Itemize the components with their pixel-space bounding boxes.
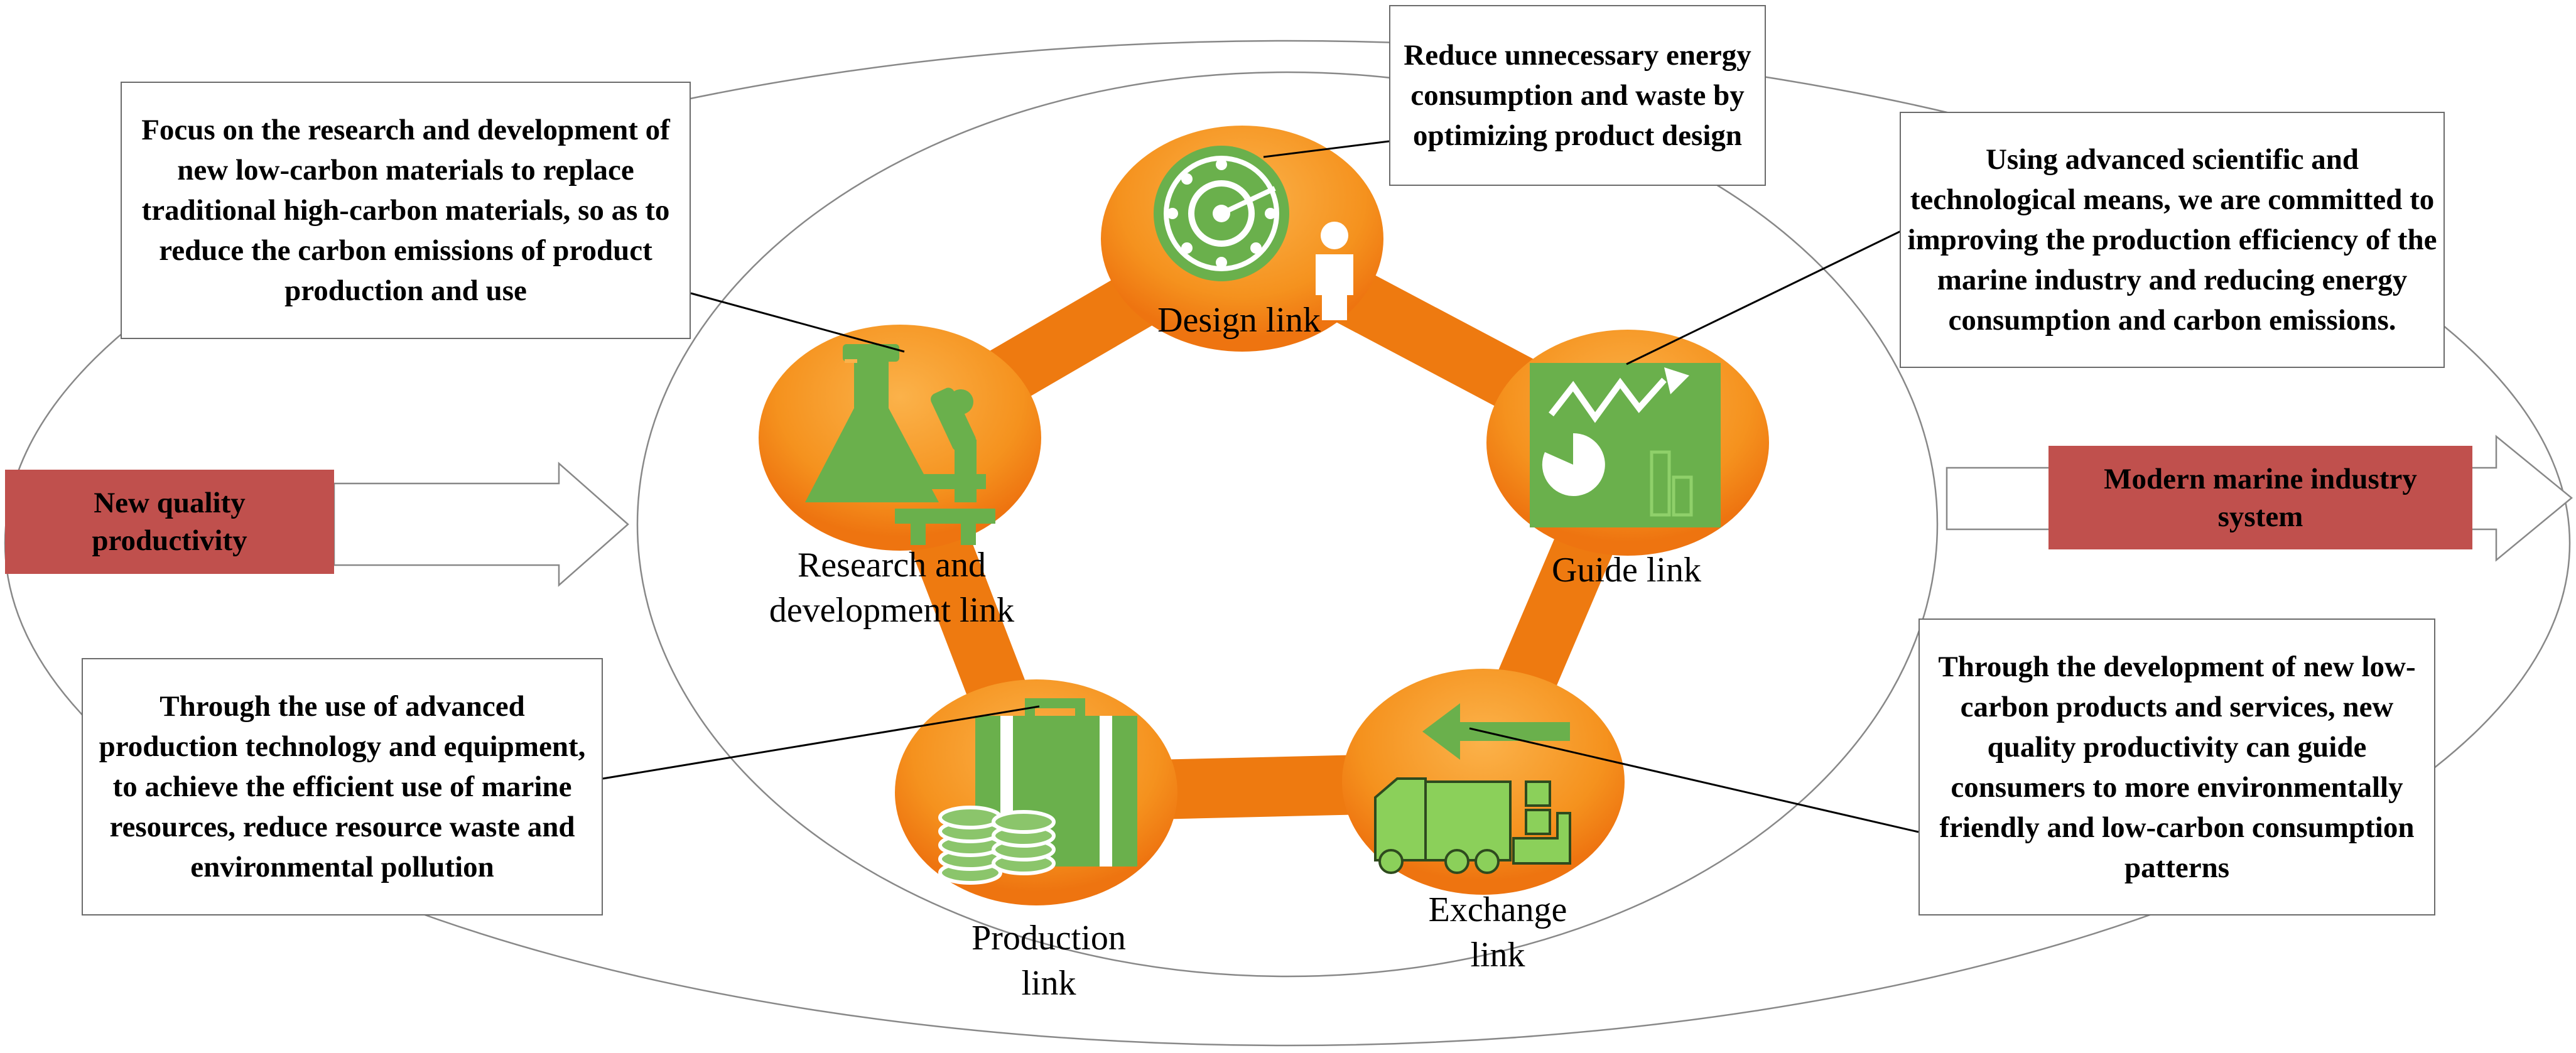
flask-microscope-icon	[805, 344, 995, 545]
research-callout-text: Focus on the research and development of…	[141, 114, 670, 307]
guide-node-label: Guide link	[1552, 551, 1701, 590]
guide-callout-box: Using advanced scientific and technologi…	[1900, 112, 2445, 368]
growth-chart-icon	[1530, 363, 1721, 527]
production-callout-text: Through the use of advanced production t…	[99, 690, 586, 883]
design-callout-box: Reduce unnecessary energy consumption an…	[1389, 5, 1766, 186]
inner-ellipse	[636, 71, 1939, 978]
target-person-icon	[1154, 146, 1353, 320]
research-callout-box: Focus on the research and development of…	[121, 82, 691, 339]
design-node-label: Design link	[1157, 301, 1321, 340]
leader-lines	[602, 140, 1944, 833]
modern-marine-industry-label: Modern marine industry system	[2048, 446, 2472, 549]
new-quality-productivity-label: New quality productivity	[5, 470, 334, 574]
exchange-node-label: Exchange link	[1428, 890, 1567, 975]
new-quality-productivity-text: New quality productivity	[92, 487, 247, 557]
exchange-callout-text: Through the development of new low-carbo…	[1938, 650, 2416, 884]
design-callout-text: Reduce unnecessary energy consumption an…	[1404, 39, 1751, 152]
guide-callout-text: Using advanced scientific and technologi…	[1907, 143, 2437, 337]
left-hollow-arrow	[333, 462, 629, 587]
production-node-label: Production link	[971, 919, 1126, 1003]
research-node-label: Research and development link	[769, 546, 1015, 630]
suitcase-coins-icon	[938, 698, 1137, 885]
modern-marine-industry-text: Modern marine industry system	[2104, 462, 2417, 533]
truck-arrow-icon	[1374, 703, 1571, 874]
exchange-callout-box: Through the development of new low-carbo…	[1918, 618, 2435, 915]
production-callout-box: Through the use of advanced production t…	[82, 658, 603, 915]
